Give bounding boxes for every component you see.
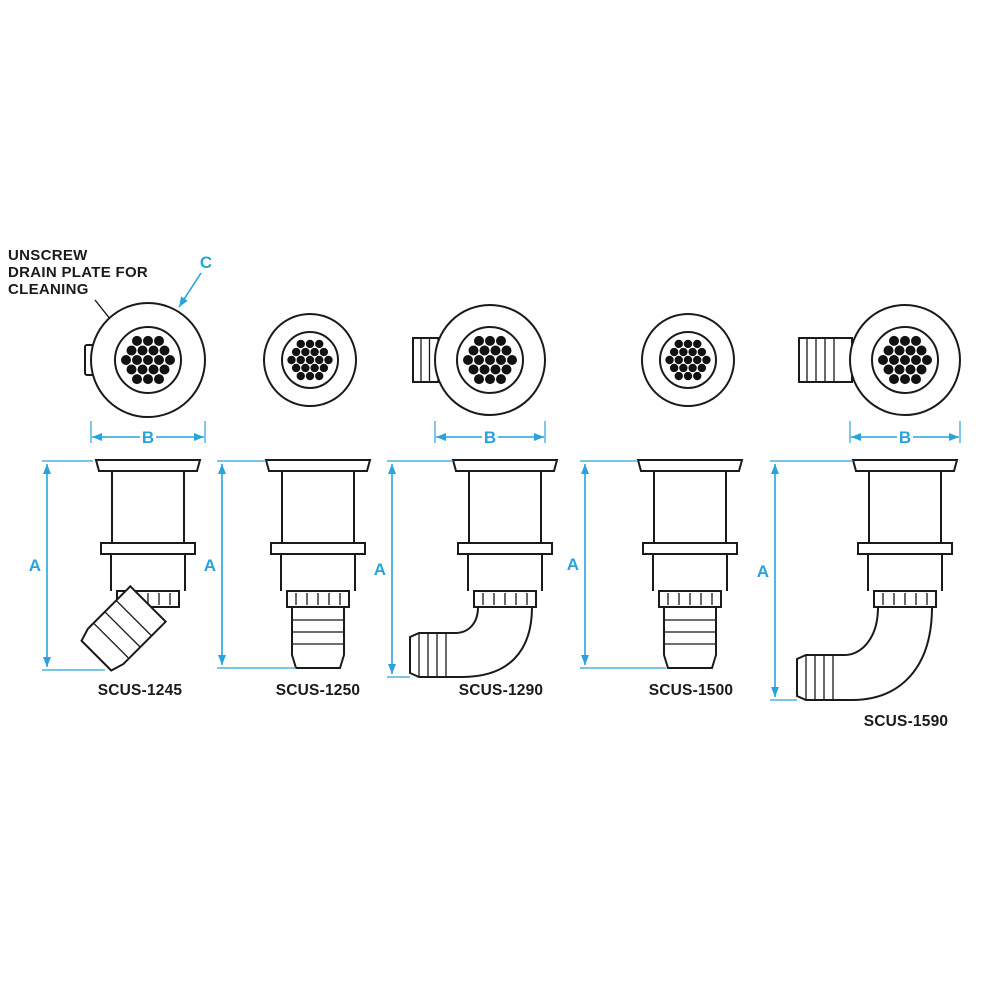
hose-barb-90 [409,606,533,678]
dimension-a-scus-1250: A [204,460,296,669]
top-view-scus-1250 [263,313,357,407]
dimension-b-scus-1590: B [849,421,961,447]
side-view-scus-1500 [637,459,743,669]
annotation-line-3: CLEANING [8,281,89,298]
part-label-scus-1500: SCUS-1500 [649,682,734,699]
top-view-scus-1245 [84,302,206,418]
top-view-scus-1290 [412,304,546,416]
hose-barb-straight [663,606,717,669]
hose-barb-90-long [796,606,933,701]
dimension-b-label: B [899,428,911,447]
dimension-a-label: A [204,556,216,575]
side-view-scus-1590 [796,459,958,701]
dimension-b-scus-1290: B [434,421,546,447]
dimension-b-label: B [142,428,154,447]
hose-barb-straight [291,606,345,669]
part-label-scus-1590: SCUS-1590 [864,713,949,730]
part-label-scus-1250: SCUS-1250 [276,682,361,699]
side-view-scus-1250 [265,459,371,669]
annotation-line-2: DRAIN PLATE FOR [8,264,148,281]
dimension-a-scus-1290: A [374,460,453,678]
dimension-c-callout: C [178,253,212,308]
dimension-a-label: A [757,562,769,581]
part-label-scus-1245: SCUS-1245 [98,682,183,699]
dimension-b-scus-1245: B [90,421,206,447]
dimension-c-arrow [178,272,202,308]
top-view-scus-1590 [798,304,961,416]
side-view-scus-1245 [77,459,201,675]
dimension-a-label: A [374,560,386,579]
part-label-scus-1290: SCUS-1290 [459,682,544,699]
dimension-a-scus-1590: A [757,460,853,701]
dimension-b-label: B [484,428,496,447]
dimension-c-label: C [200,253,212,272]
annotation-unscrew-drain-plate: UNSCREW DRAIN PLATE FOR CLEANING [8,247,148,345]
dimension-a-scus-1500: A [567,460,666,669]
dimension-a-label: A [567,555,579,574]
side-view-scus-1290 [409,459,558,678]
dimension-a-label: A [29,556,41,575]
dimension-a-scus-1245: A [29,460,105,671]
annotation-line-1: UNSCREW [8,247,88,264]
top-view-scus-1500 [641,313,735,407]
